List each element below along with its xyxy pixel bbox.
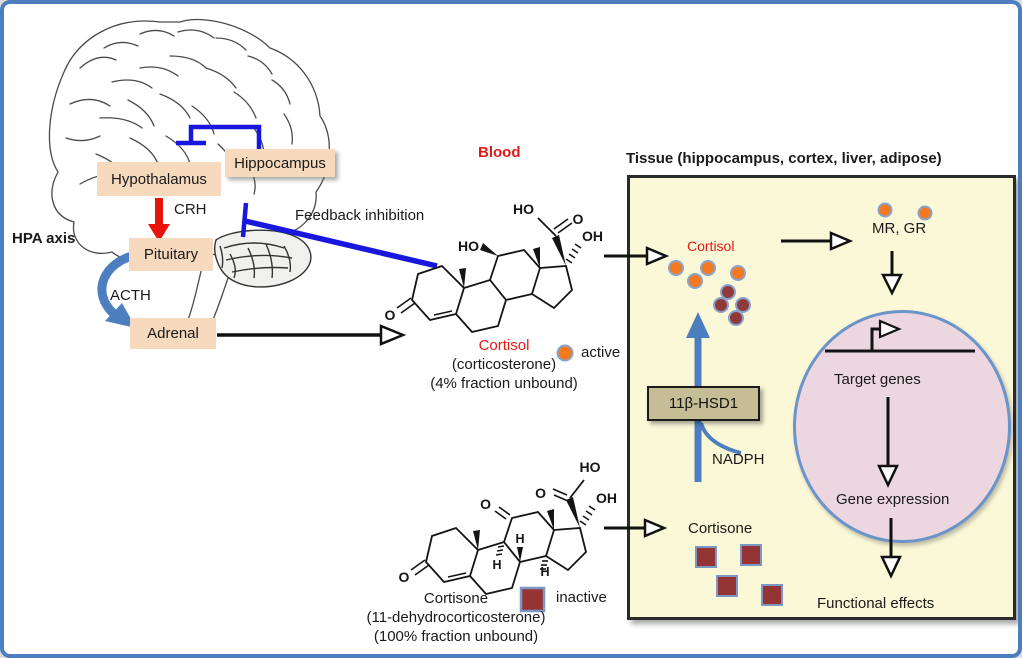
cerebellum [214, 229, 312, 288]
cortisol-caption: Cortisol (corticosterone) (4% fraction u… [399, 336, 609, 393]
atom-o3: O [385, 307, 396, 323]
atom-h14: H [540, 565, 549, 579]
tissue-cortisone-label: Cortisone [688, 520, 753, 537]
atom-ho11: HO [458, 238, 479, 254]
enzyme-box-11b-hsd1: 11β-HSD1 [647, 386, 760, 421]
atom-o20: O [535, 485, 546, 501]
hippocampus-label: Hippocampus [234, 154, 326, 172]
pituitary-label: Pituitary [143, 246, 199, 263]
atom-oh17: OH [582, 228, 603, 244]
cortisone-name: Cortisone [423, 590, 489, 607]
cortisone-unbound: (100% fraction unbound) [373, 628, 539, 645]
inactive-legend-label: inactive [556, 589, 607, 606]
cortisone-structure: O O O HO OH H H H [399, 459, 617, 595]
atom-h8: H [515, 532, 524, 546]
tissue-title: Tissue (hippocampus, cortex, liver, adip… [626, 150, 942, 167]
atom-o11: O [480, 496, 491, 512]
atom-o20: O [573, 211, 584, 227]
functional-effects-label: Functional effects [817, 595, 935, 612]
node-hippocampus: Hippocampus [225, 149, 335, 177]
atom-ho21: HO [580, 459, 601, 475]
gene-expression-label: Gene expression [836, 491, 950, 508]
nucleus-circle [793, 310, 1011, 543]
receptors-label: MR, GR [872, 220, 927, 237]
cortisone-caption: Cortisone (11-dehydrocorticosterone) (10… [351, 589, 561, 646]
hpa-axis-label: HPA axis [12, 230, 76, 247]
cortisone-synonym: (11-dehydrocorticosterone) [366, 609, 546, 626]
feedback-inhibition-label: Feedback inhibition [295, 207, 425, 224]
acth-label: ACTH [110, 287, 151, 304]
node-hypothalamus: Hypothalamus [97, 162, 221, 196]
adrenal-label: Adrenal [147, 325, 199, 342]
atom-oh17: OH [596, 490, 617, 506]
target-genes-label: Target genes [834, 371, 921, 388]
crh-label: CRH [174, 201, 207, 218]
node-pituitary: Pituitary [129, 238, 213, 271]
hypothalamus-label: Hypothalamus [111, 170, 207, 188]
cortisol-synonym: (corticosterone) [451, 356, 557, 373]
cerebrum-outline [48, 18, 330, 264]
enzyme-label: 11β-HSD1 [668, 395, 739, 412]
atom-h9: H [492, 558, 501, 572]
tissue-cortisol-label: Cortisol [687, 238, 735, 254]
atom-ho21: HO [513, 201, 534, 217]
blood-title: Blood [478, 144, 521, 161]
nadph-label: NADPH [712, 451, 765, 468]
node-adrenal: Adrenal [130, 318, 216, 349]
active-legend-label: active [581, 344, 621, 361]
cortisol-name: Cortisol [478, 337, 530, 354]
atom-o3: O [399, 569, 410, 585]
cortisol-unbound: (4% fraction unbound) [430, 375, 578, 392]
